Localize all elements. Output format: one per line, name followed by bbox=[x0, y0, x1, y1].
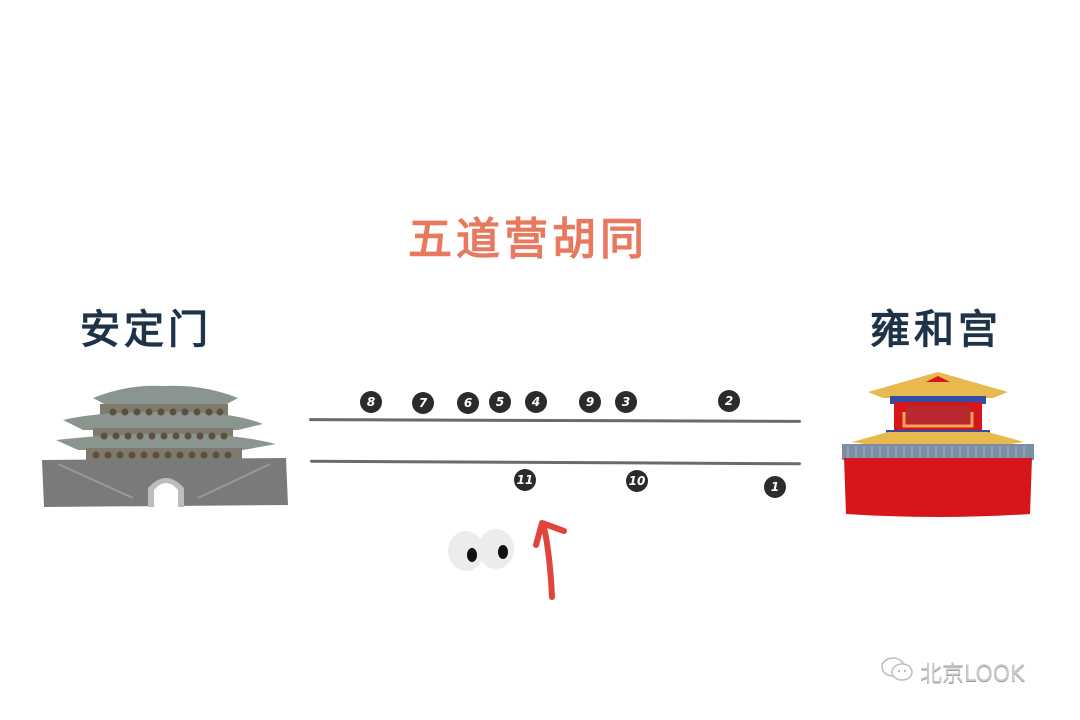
street-north-edge bbox=[308, 418, 802, 423]
up-arrow-icon bbox=[530, 515, 580, 600]
right-landmark-label: 雍和宫 bbox=[870, 307, 1002, 353]
shop-marker-7[interactable]: 7 bbox=[412, 392, 434, 414]
street-south-edge bbox=[309, 459, 802, 466]
shop-marker-11[interactable]: 11 bbox=[514, 469, 536, 491]
shop-marker-2[interactable]: 2 bbox=[718, 390, 740, 412]
city-gate-icon bbox=[38, 380, 290, 510]
temple-icon bbox=[838, 370, 1038, 520]
wechat-icon bbox=[880, 656, 914, 688]
shop-marker-3[interactable]: 3 bbox=[615, 391, 637, 413]
shop-marker-4[interactable]: 4 bbox=[525, 391, 547, 413]
shop-marker-8[interactable]: 8 bbox=[360, 391, 382, 413]
googly-eyes-icon bbox=[446, 528, 518, 574]
shop-marker-1[interactable]: 1 bbox=[764, 476, 786, 498]
left-landmark-label: 安定门 bbox=[80, 307, 212, 353]
shop-marker-9[interactable]: 9 bbox=[579, 391, 601, 413]
shop-marker-10[interactable]: 10 bbox=[626, 470, 648, 492]
shop-marker-6[interactable]: 6 bbox=[457, 392, 479, 414]
watermark: 北京LOOK bbox=[880, 656, 1025, 688]
watermark-text: 北京LOOK bbox=[920, 662, 1025, 687]
shop-marker-5[interactable]: 5 bbox=[489, 391, 511, 413]
diagram-title: 五道营胡同 bbox=[408, 214, 648, 265]
